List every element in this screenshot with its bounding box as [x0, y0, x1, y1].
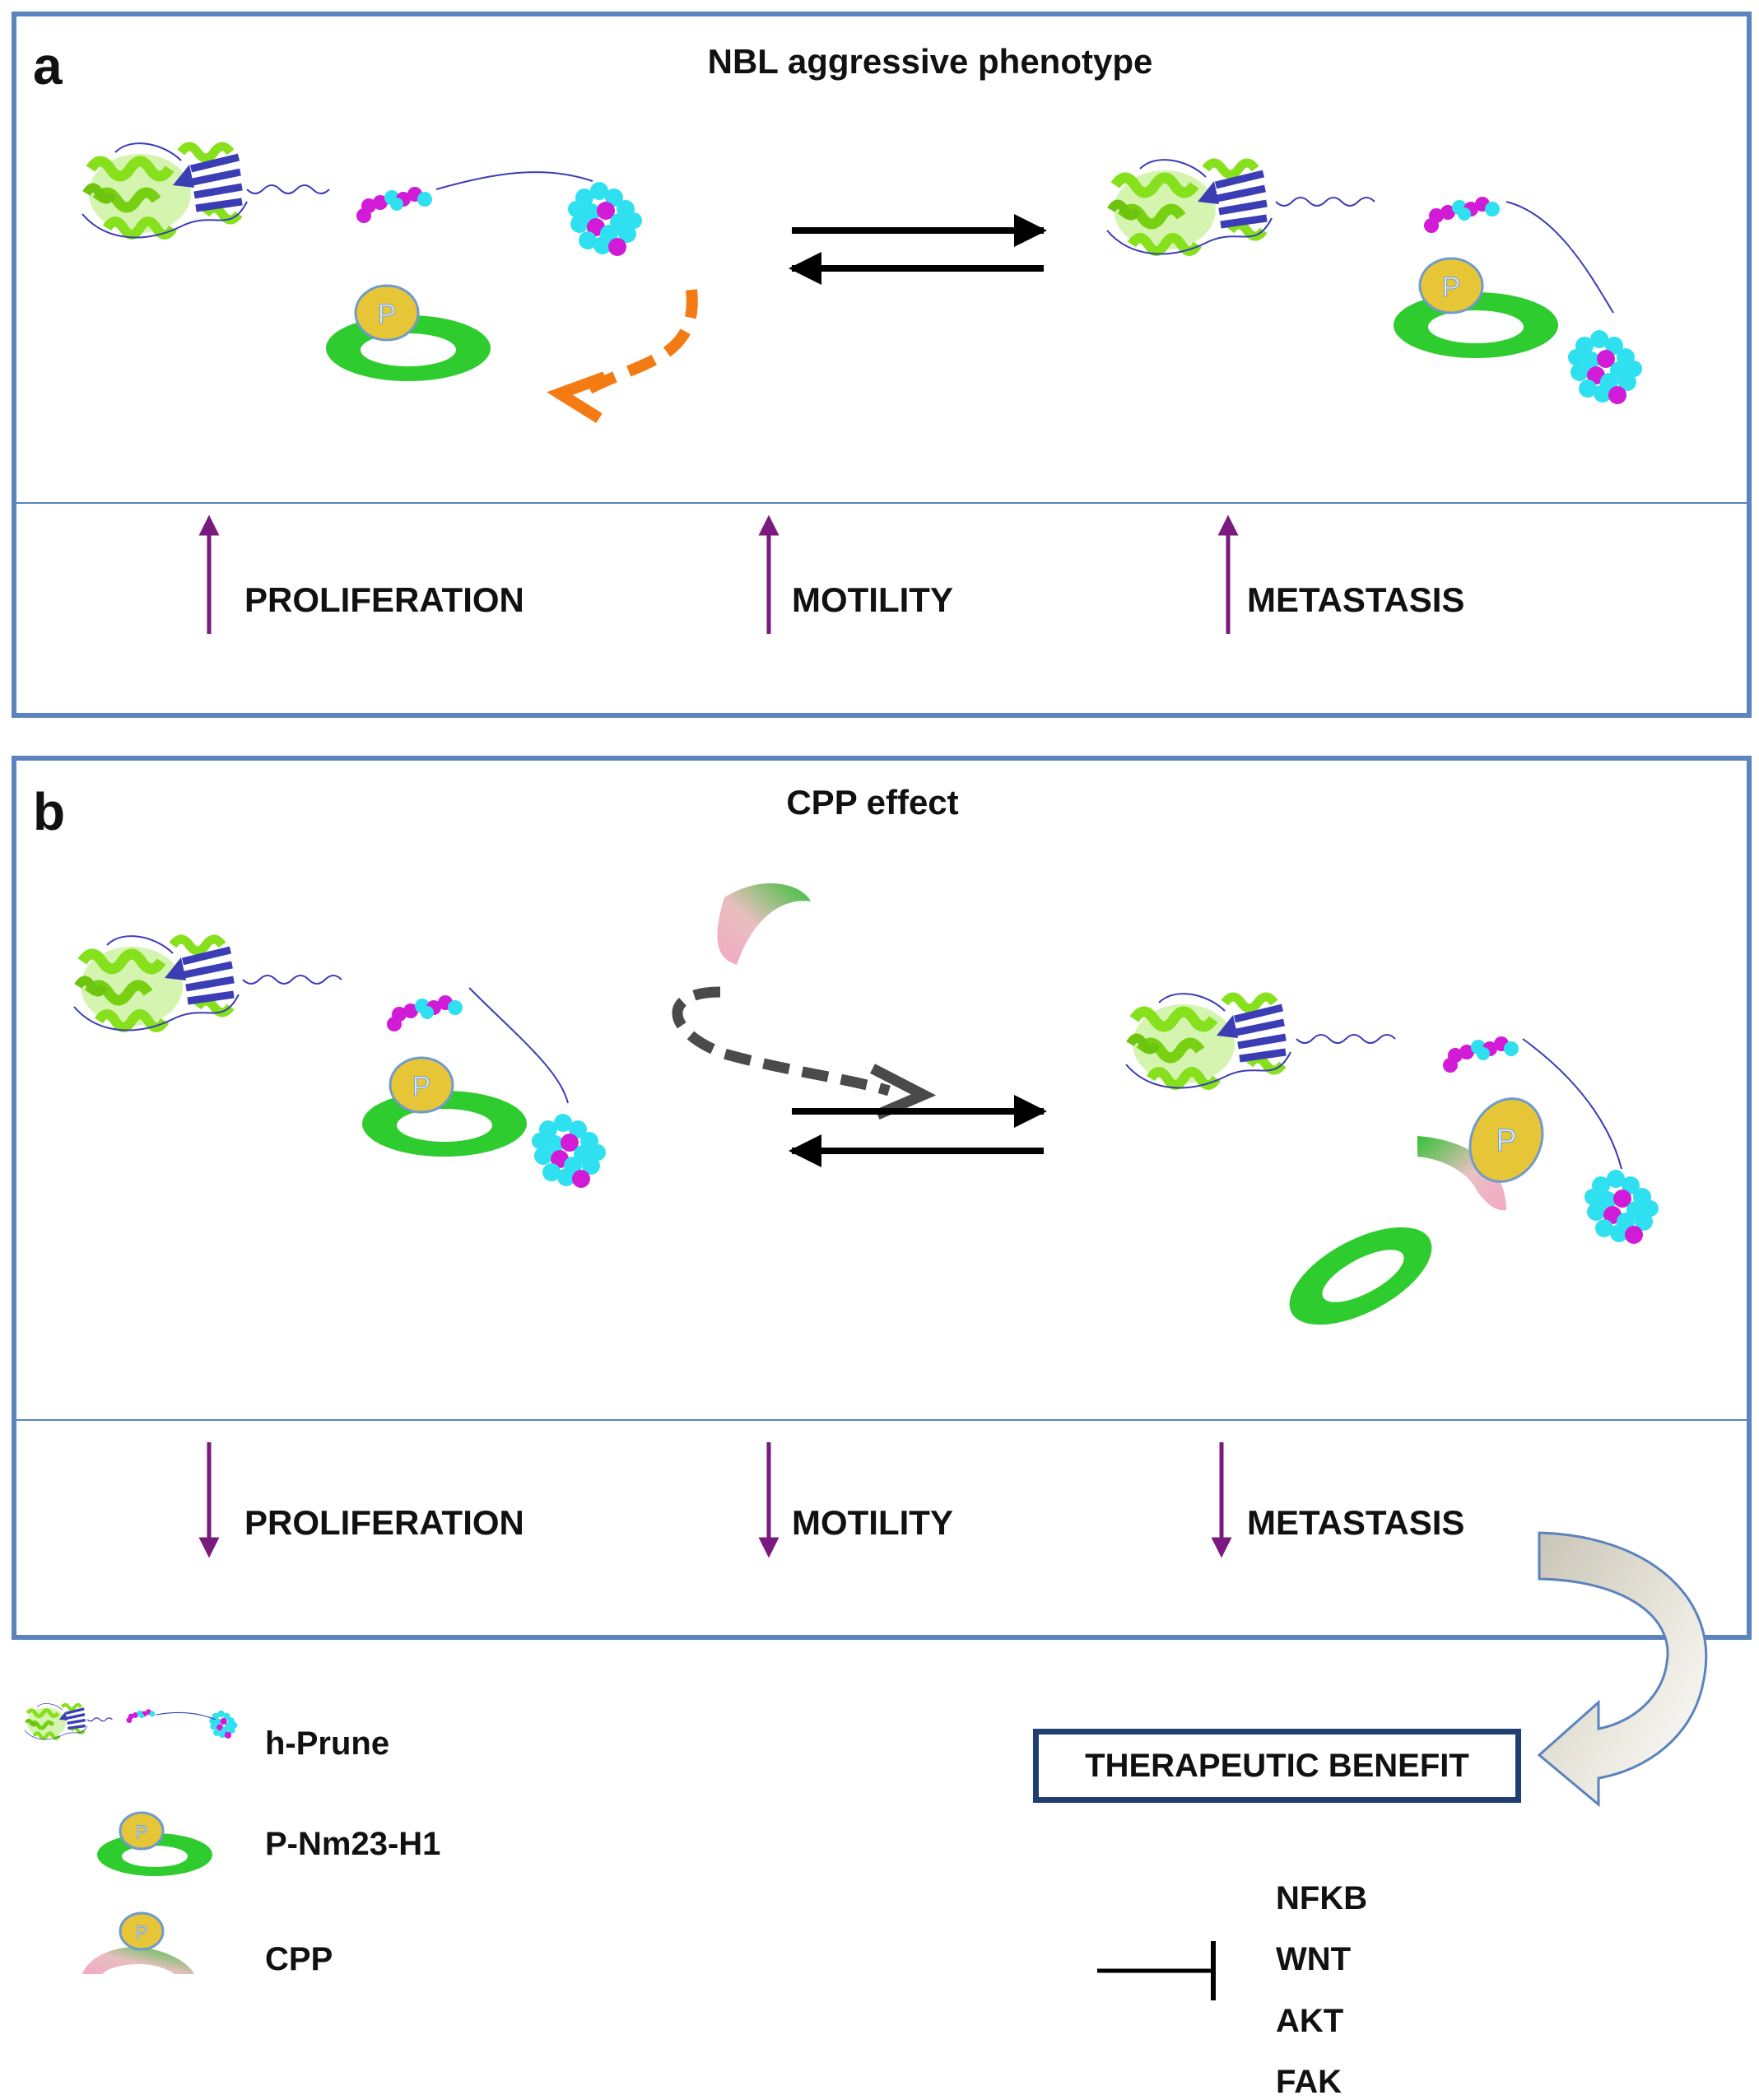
panel-a-effect-motility: MOTILITY	[792, 580, 953, 619]
panel-a-equilibrium-arrows	[789, 214, 1047, 285]
panel-letter-b: b	[33, 782, 66, 841]
panel-b-effect-motility: MOTILITY	[792, 1503, 953, 1542]
svg-text:P: P	[412, 1071, 431, 1102]
dissociation-arrow	[547, 289, 698, 423]
panel-b-free-cpp	[717, 883, 811, 965]
panel-letter-a: a	[33, 36, 63, 95]
cpp-binding-arrow	[672, 986, 937, 1120]
panel-a-hprune-right	[1107, 160, 1642, 404]
svg-text:P: P	[1496, 1124, 1516, 1158]
panel-a-title: NBL aggressive phenotype	[707, 42, 1153, 81]
legend-label-p-nm23-h1: P-Nm23-H1	[265, 1826, 441, 1862]
p-nm23-h1-icon: P	[97, 1811, 212, 1876]
panel-a-nm23-right: P	[1394, 257, 1558, 358]
panel-a-hprune-left	[82, 143, 642, 256]
pathway-wnt: WNT	[1276, 1941, 1352, 1977]
svg-text:P: P	[136, 1822, 148, 1842]
legend-label-cpp: CPP	[265, 1941, 333, 1977]
inhibition-symbol	[1097, 1941, 1216, 2000]
panel-b-nm23-left: P	[362, 1056, 527, 1157]
panel-a-divider	[16, 502, 1747, 504]
panel-b-effect-arrows	[198, 1442, 1232, 1558]
therapeutic-benefit-label: THERAPEUTIC BENEFIT	[1085, 1747, 1469, 1784]
therapeutic-benefit-box: THERAPEUTIC BENEFIT	[1033, 1729, 1521, 1803]
therapeutic-curved-arrow	[1537, 1531, 1708, 1808]
panel-b-effect-metastasis: METASTASIS	[1247, 1503, 1465, 1542]
svg-text:P: P	[378, 299, 397, 330]
panel-a: a NBL aggressive phenotype	[12, 12, 1752, 718]
svg-text:P: P	[136, 1922, 148, 1943]
panel-a-nm23-left: P	[326, 284, 491, 381]
panel-b-cpp-bound: P	[1417, 1097, 1547, 1211]
pathway-akt: AKT	[1276, 2003, 1344, 2039]
panel-b-effect-proliferation: PROLIFERATION	[244, 1503, 524, 1542]
panel-b-equilibrium-arrows	[789, 1095, 1047, 1167]
panel-b-free-nm23	[1289, 1227, 1432, 1325]
panel-b-hprune-left	[74, 936, 606, 1188]
panel-b-divider	[16, 1419, 1747, 1421]
panel-a-effect-metastasis: METASTASIS	[1247, 580, 1465, 619]
cpp-peptide-icon: P	[82, 1911, 194, 1974]
svg-text:P: P	[1442, 272, 1461, 303]
pathway-fak: FAK	[1276, 2064, 1342, 2100]
h-prune-protein-icon	[25, 1703, 238, 1739]
panel-b-title: CPP effect	[786, 783, 959, 822]
panel-b: b CPP effect	[12, 756, 1752, 1640]
panel-a-effect-proliferation: PROLIFERATION	[244, 580, 524, 619]
legend-label-h-prune: h-Prune	[265, 1725, 390, 1762]
pathway-nfkb: NFKB	[1276, 1880, 1368, 1916]
panel-b-hprune-right	[1126, 994, 1659, 1244]
panel-a-effect-arrows	[198, 515, 1239, 634]
